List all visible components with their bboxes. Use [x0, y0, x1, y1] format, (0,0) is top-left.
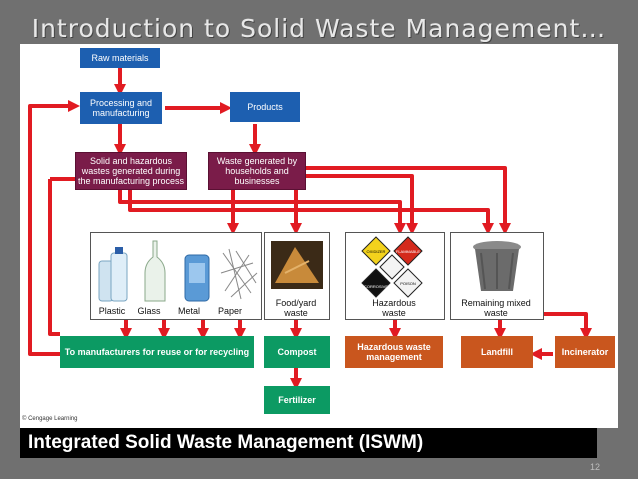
- reuse-box: To manufacturers for reuse or for recycl…: [60, 336, 254, 368]
- food-yard-illustration: [271, 241, 323, 289]
- products-box: Products: [230, 92, 300, 122]
- recyclables-frame: [90, 232, 262, 320]
- fertilizer-box: Fertilizer: [264, 386, 330, 414]
- page-number: 12: [590, 462, 601, 472]
- processing-box: Processing and manufacturing: [80, 92, 162, 124]
- hazard-sign-oxidizer: OXIDIZER: [367, 249, 386, 254]
- household-waste-box: Waste generated by households and busine…: [208, 152, 306, 190]
- landfill-box: Landfill: [461, 336, 533, 368]
- hazard-sign-poison: POISON: [400, 281, 416, 286]
- plastic-label: Plastic: [98, 306, 126, 316]
- compost-box: Compost: [264, 336, 330, 368]
- slide-title: Introduction to Solid Waste Management…: [31, 14, 607, 43]
- flow-arrows: [28, 68, 592, 390]
- remaining-label: Remaining mixed waste: [461, 298, 531, 318]
- hazmat-mgmt-box: Hazardous waste management: [345, 336, 443, 368]
- manufacturing-waste-box: Solid and hazardous wastes generated dur…: [75, 152, 187, 190]
- hazard-sign-corrosive: CORROSIVE: [364, 284, 388, 289]
- hazard-signs-illustration: OXIDIZER FLAMMABLE CORROSIVE POISON: [361, 236, 423, 298]
- hazard-sign-flammable: FLAMMABLE: [396, 249, 421, 254]
- hazardous-frame: OXIDIZER FLAMMABLE CORROSIVE POISON: [345, 232, 445, 320]
- recyclables-illustration: [98, 240, 258, 302]
- paper-label: Paper: [217, 306, 243, 316]
- slide-banner: Integrated Solid Waste Management (ISWM): [20, 428, 597, 458]
- food-yard-label: Food/yard waste: [275, 298, 317, 318]
- food-yard-frame: [264, 232, 330, 320]
- raw-materials-box: Raw materials: [80, 48, 160, 68]
- diagram-panel: Raw materials Processing and manufacturi…: [20, 44, 618, 428]
- glass-label: Glass: [137, 306, 161, 316]
- trash-can-illustration: [473, 241, 521, 291]
- remaining-frame: [450, 232, 544, 320]
- incinerator-box: Incinerator: [555, 336, 615, 368]
- metal-label: Metal: [177, 306, 200, 316]
- credit: © Cengage Learning: [22, 416, 78, 422]
- hazardous-label: Hazardous waste: [372, 298, 416, 318]
